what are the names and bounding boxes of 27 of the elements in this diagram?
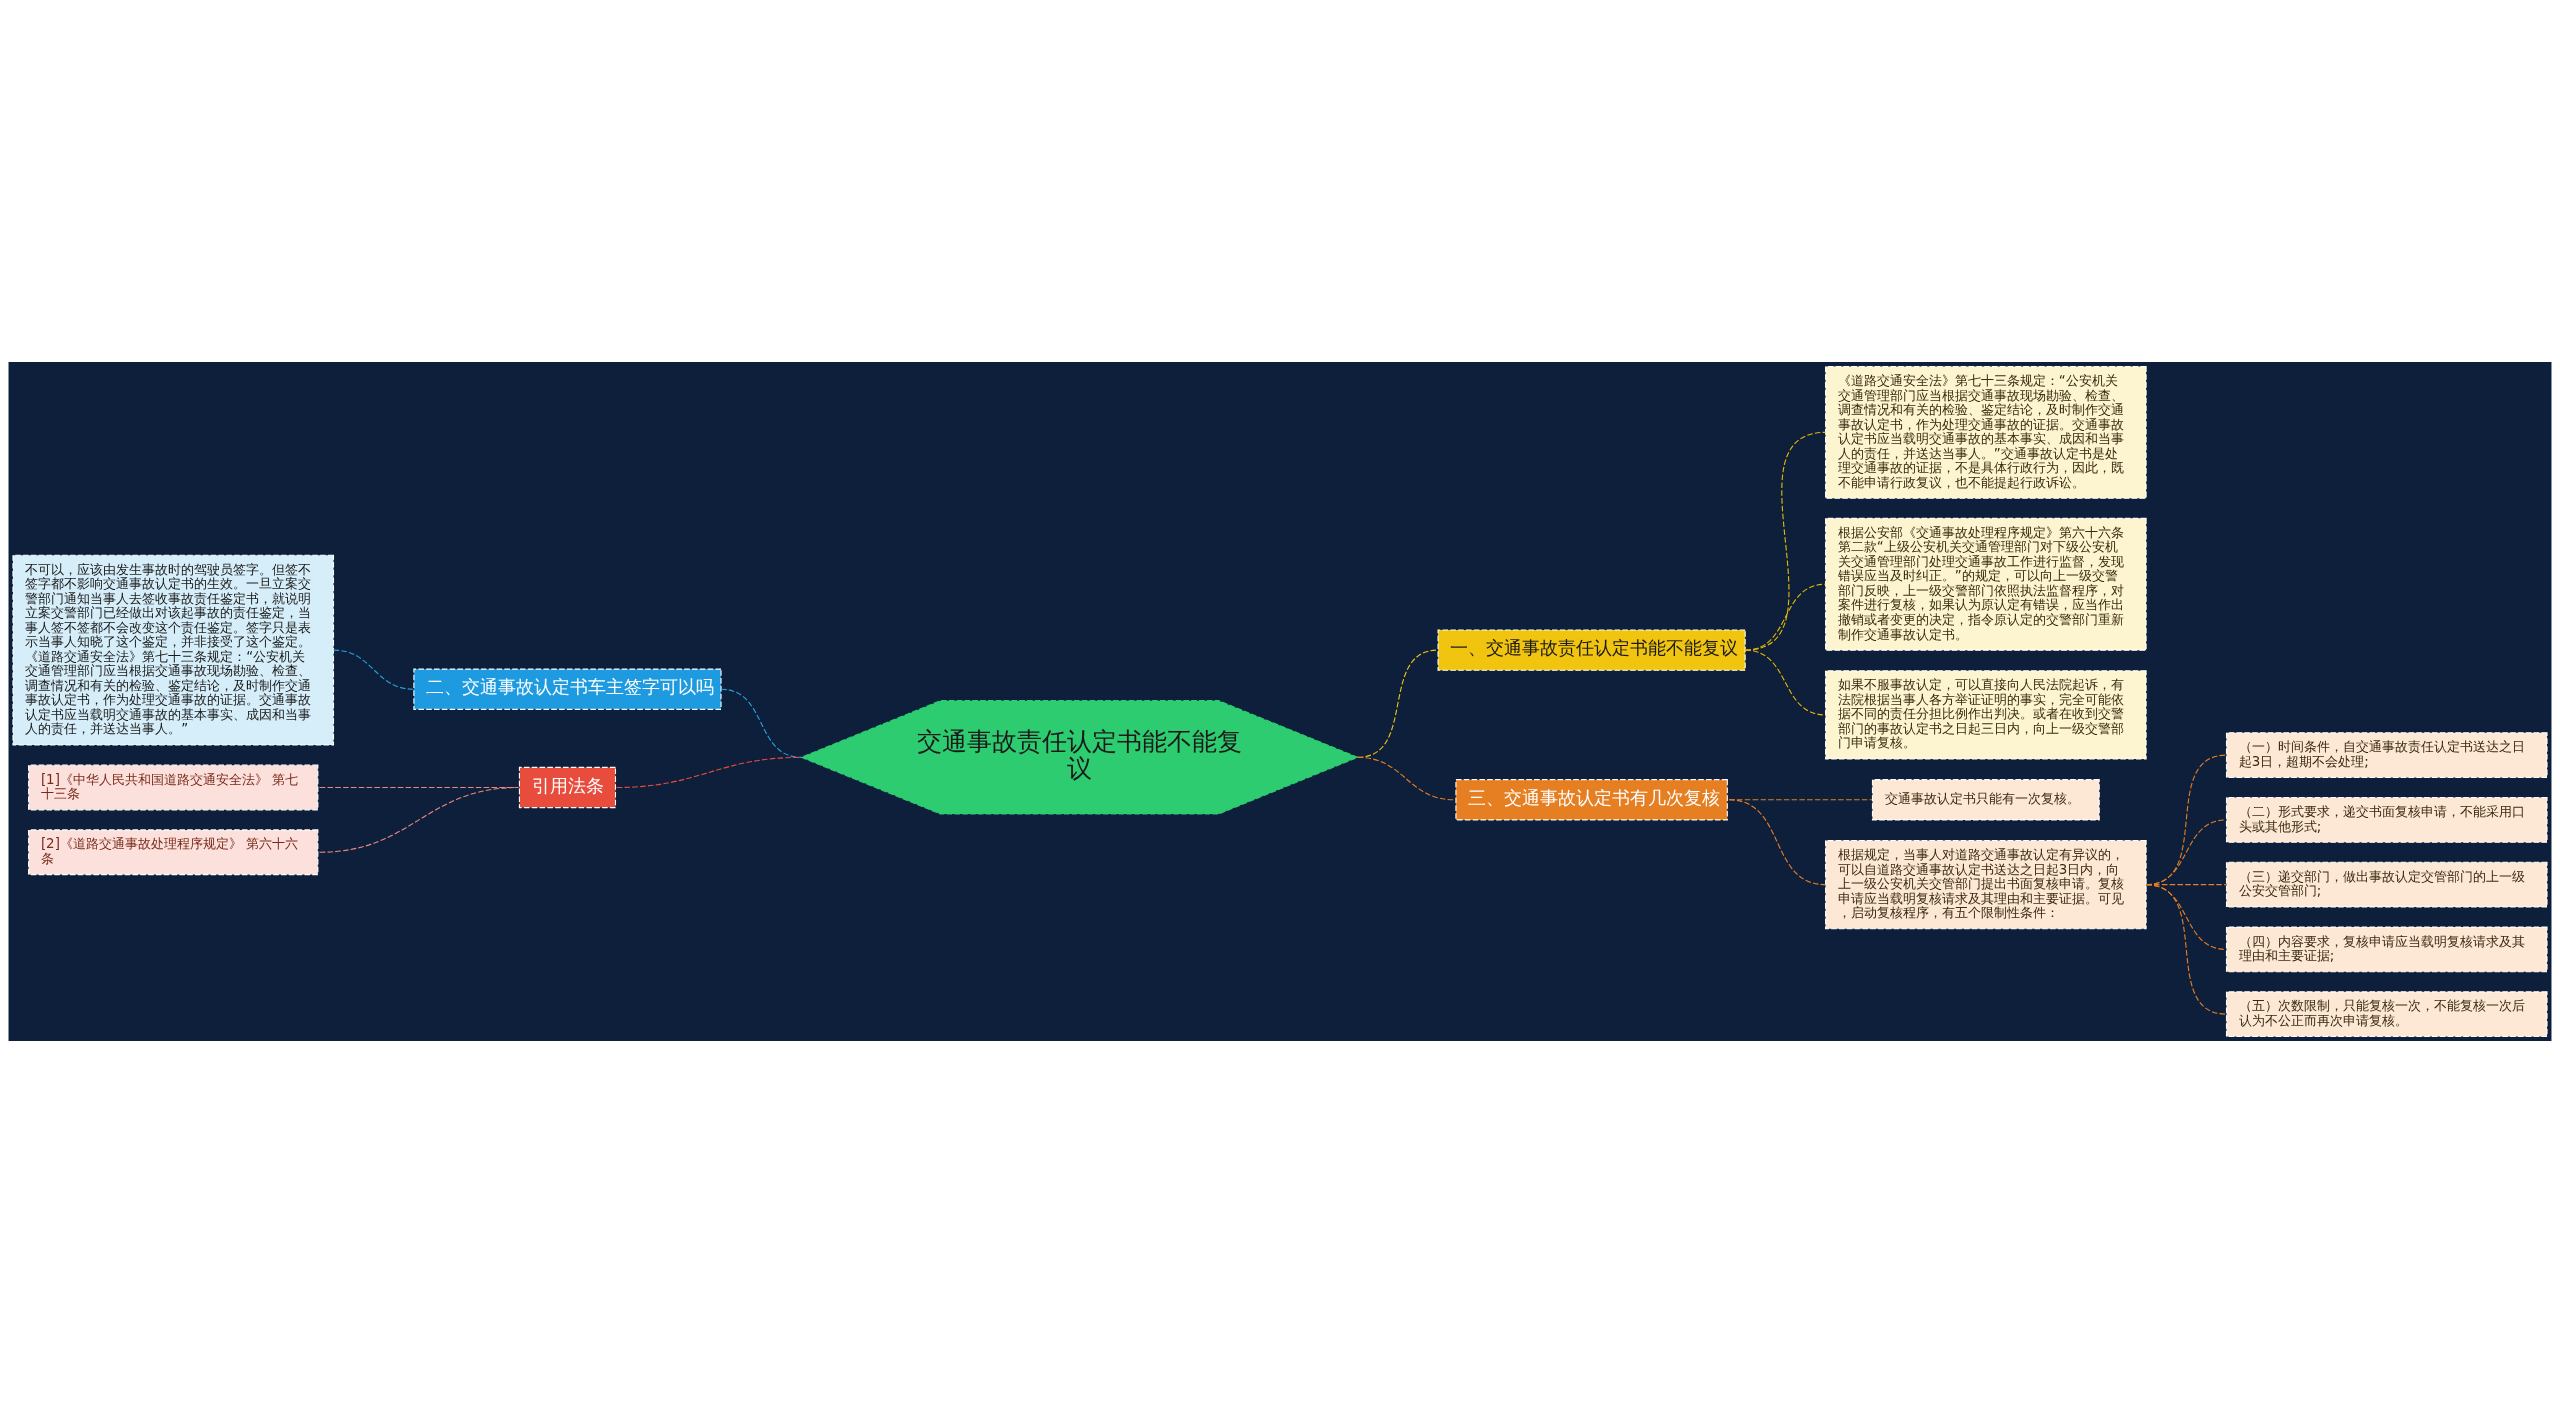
node-box: 交通事故认定书只能有一次复核。 [1871, 779, 2100, 821]
node-box: [1]《中华人民共和国道路交通安全法》 第七十三条 [28, 764, 319, 811]
node-box: 根据规定，当事人对道路交通事故认定有异议的，可以自道路交通事故认定书送达之日起3日内，向上一级公安机关交管部门提出书面复核申请。复核申请应当载明复核请求及其理由和主要证据。可见，启动复核程序，有五个限制性条件： [1825, 840, 2147, 930]
node-box: [2]《道路交通事故处理程序规定》 第六十六条 [28, 829, 319, 876]
connector [319, 786, 519, 853]
connector [332, 649, 415, 690]
connector [2145, 884, 2228, 1015]
connector [319, 786, 519, 789]
node-box: （一）时间条件，自交通事故责任认定书送达之日起3日，超期不会处理; [2225, 732, 2548, 778]
node-box: （三）递交部门，做出事故认定交管部门的上一级公安交管部门; [2225, 861, 2548, 908]
node-box: 引用法条 [518, 766, 617, 809]
connector [1744, 649, 1827, 716]
node-box: （五）次数限制，只能复核一次，不能复核一次后认为不公正而再次申请复核。 [2225, 991, 2548, 1038]
connector [1728, 799, 1827, 886]
connector [1744, 583, 1827, 651]
node-box: 一、交通事故责任认定书能不能复议 [1437, 629, 1746, 671]
connector [616, 756, 802, 789]
node-box: 不可以，应该由发生事故时的驾驶员签字。但签不签字都不影响交通事故认定书的生效。一旦立案交警部门通知当事人去签收事故责任鉴定书，就说明立案交警部门已经做出对该起事故的责任鉴定，当事人签不签都不会改变这个责任鉴定。签字只是表示当事人知晓了这个鉴定，并非接受了这个鉴定。《道路交通安全法》第七十三条规定：“公安机关交通管理部门应当根据交通事故现场勘验、检查、调查情况和有关的检验、鉴定结论，及时制作交通事故认定书，作为处理交通事故的证据。交通事故认定书应当载明交通事故的基本事实、成因和当事人的责任，并送达当事人。” [12, 554, 335, 746]
node-box: 三、交通事故认定书有几次复核 [1455, 779, 1728, 821]
connector [1744, 431, 1827, 651]
node-box: 根据公安部《交通事故处理程序规定》第六十六条第二款“上级公安机关交通管理部门对下级公安机关交通管理部门处理交通事故工作进行监督，发现错误应当及时纠正。”的规定，可以向上一级交警部门反映，上一级交警部门依照执法监督程序，对案件进行复核，如果认为原认定有错误，应当作出撤销或者变更的决定，指令原认定的交警部门重新制作交通事故认定书。 [1825, 517, 2147, 651]
node-box: 如果不服事故认定，可以直接向人民法院起诉，有法院根据当事人各方举证证明的事实，完全可能依据不同的责任分担比例作出判决。或者在收到交警部门的事故认定书之日起三日内，向上一级交警部门申请复核。 [1825, 670, 2147, 760]
connector [1357, 756, 1455, 801]
node-box: 二、交通事故认定书车主签字可以吗 [413, 668, 722, 710]
node-box: 《道路交通安全法》第七十三条规定：“公安机关交通管理部门应当根据交通事故现场勘验、检查、调查情况和有关的检验、鉴定结论，及时制作交通事故认定书，作为处理交通事故的证据。交通事故认定书应当载明交通事故的基本事实、成因和当事人的责任，并送达当事人。”交通事故认定书是处理交通事故的证据，不是具体行政行为，因此，既不能申请行政复议，也不能提起行政诉讼。 [1825, 365, 2147, 499]
node-box: （二）形式要求，递交书面复核申请，不能采用口头或其他形式; [2225, 797, 2548, 843]
node-box: （四）内容要求，复核申请应当载明复核请求及其理由和主要证据; [2225, 926, 2548, 973]
